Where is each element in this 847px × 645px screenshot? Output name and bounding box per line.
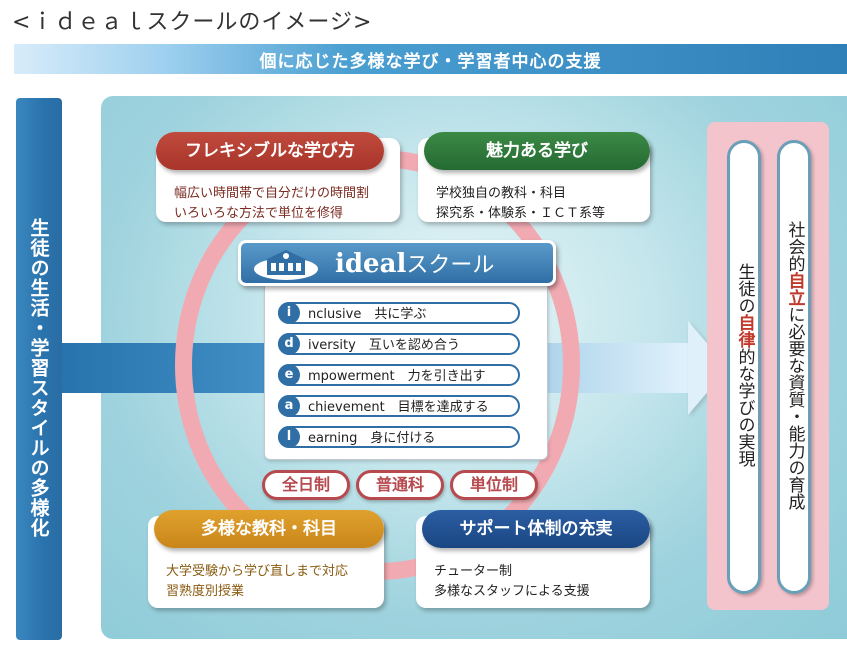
feature-support-line: 多様なスタッフによる支援 [434, 584, 590, 599]
ideal-letter: e [278, 364, 300, 386]
feature-flexible-line: いろいろな方法で単位を修得 [174, 206, 344, 221]
outcome-independence-text: 社会的自立に必要な資質・能力の育成 [784, 221, 805, 510]
outcome-autonomy-bar: 生徒の自律的な学びの実現 [727, 140, 761, 594]
page-title: <ｉｄｅａｌスクールのイメージ> [12, 10, 373, 35]
feature-tayou: 多様な教科・科目 大学受験から学び直しまで対応 習熟度別授業 [148, 510, 384, 608]
ideal-row: d iversity 互いを認め合う [278, 333, 520, 355]
ideal-letter: d [278, 333, 300, 355]
ideal-title: idealスクール [335, 249, 495, 279]
feature-support-line: チューター制 [434, 564, 513, 579]
left-bar-text: 生徒の生活・学習スタイルの多様化 [27, 218, 50, 538]
feature-flexible-line: 幅広い時間帯で自分だけの時間割 [174, 186, 370, 201]
top-banner: 個に応じた多様な学び・学習者中心の支援 [14, 44, 847, 74]
feature-miryoku-line: 学校独自の教科・科目 [436, 186, 567, 201]
ideal-row-text: nclusive 共に学ぶ [308, 307, 427, 322]
ideal-row: e mpowerment 力を引き出す [278, 364, 520, 386]
ideal-row-text: earning 身に付ける [308, 431, 436, 446]
ideal-row: l earning 身に付ける [278, 426, 520, 448]
ideal-row-text: mpowerment 力を引き出す [308, 369, 486, 384]
ideal-header: idealスクール [238, 240, 556, 286]
tag-futsu: 普通科 [356, 470, 444, 500]
feature-tayou-title: 多様な教科・科目 [154, 510, 384, 548]
ideal-letter: i [278, 302, 300, 324]
outcome-autonomy-text: 生徒の自律的な学びの実現 [734, 263, 755, 467]
ideal-letter: a [278, 395, 300, 417]
ideal-row-text: chievement 目標を達成する [308, 400, 489, 415]
feature-miryoku-line: 探究系・体験系・ＩＣＴ系等 [436, 206, 606, 221]
feature-tayou-line: 大学受験から学び直しまで対応 [166, 564, 349, 579]
feature-support: サポート体制の充実 チューター制 多様なスタッフによる支援 [416, 510, 650, 608]
left-vertical-bar: 生徒の生活・学習スタイルの多様化 [16, 98, 62, 640]
banner-text: 個に応じた多様な学び・学習者中心の支援 [259, 52, 602, 72]
tag-zennichi: 全日制 [262, 470, 350, 500]
tag-tani: 単位制 [450, 470, 538, 500]
feature-tayou-line: 習熟度別授業 [166, 584, 245, 599]
feature-support-title: サポート体制の充実 [422, 510, 650, 548]
ideal-row-text: iversity 互いを認め合う [308, 338, 460, 353]
feature-miryoku: 魅力ある学び 学校独自の教科・科目 探究系・体験系・ＩＣＴ系等 [418, 132, 650, 222]
feature-flexible-title: フレキシブルな学び方 [156, 132, 384, 170]
outcome-independence-bar: 社会的自立に必要な資質・能力の育成 [777, 140, 811, 594]
ideal-row: a chievement 目標を達成する [278, 395, 520, 417]
ideal-row: i nclusive 共に学ぶ [278, 302, 520, 324]
feature-flexible: フレキシブルな学び方 幅広い時間帯で自分だけの時間割 いろいろな方法で単位を修得 [156, 132, 400, 222]
school-icon [254, 250, 318, 280]
ideal-letter: l [278, 426, 300, 448]
feature-miryoku-title: 魅力ある学び [424, 132, 650, 170]
